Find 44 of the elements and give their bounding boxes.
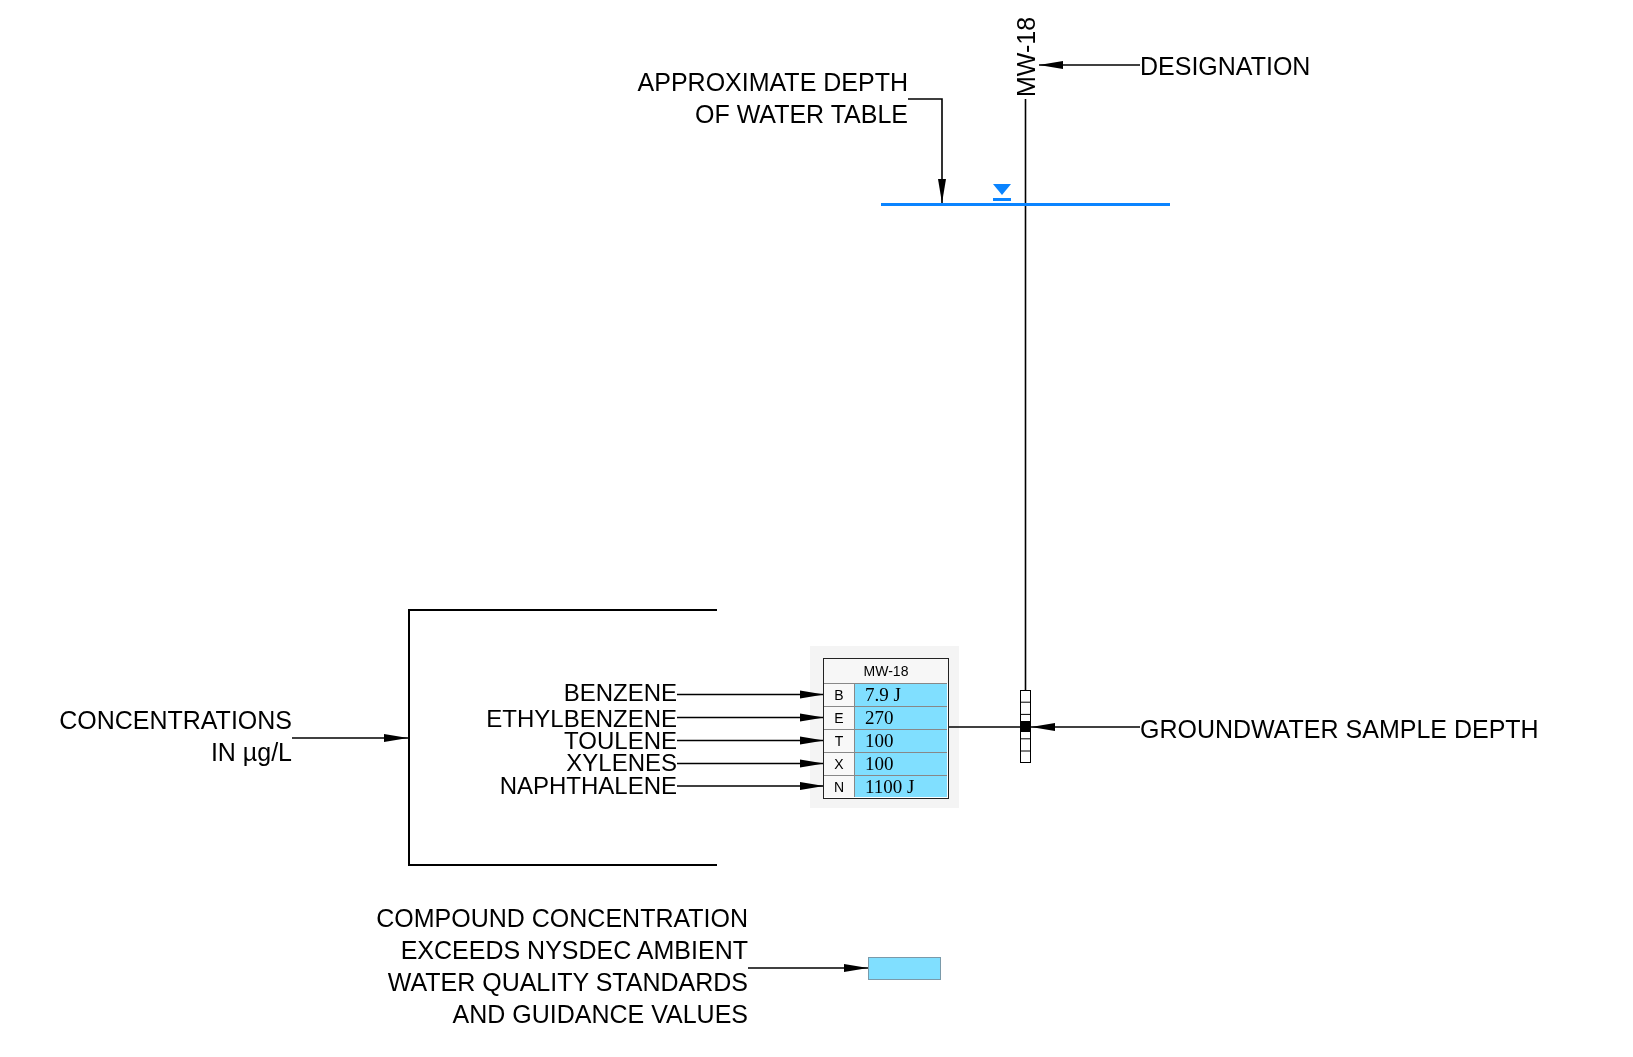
table-row — [824, 775, 947, 797]
exceedance-swatch — [868, 957, 941, 980]
compound-label: NAPHTHALENE — [430, 775, 677, 797]
arrow — [1038, 61, 1141, 69]
table-row — [824, 729, 947, 752]
table-header: MW-18 — [824, 659, 948, 683]
arrow — [676, 782, 825, 790]
table-row — [824, 683, 947, 706]
compound-label: BENZENE — [430, 682, 677, 704]
concentration-value: 1100 J — [855, 776, 947, 797]
concentration-value: 100 — [855, 753, 947, 775]
annotation-label: COMPOUND CONCENTRATION EXCEEDS NYSDEC AMBIENT WATER QUALITY STANDARDS AND GUIDANCE VALUES — [330, 902, 748, 1030]
connector-line — [948, 726, 1021, 728]
compound-code: X — [824, 753, 855, 775]
arrow — [907, 98, 946, 204]
well-screen — [1020, 690, 1031, 763]
annotation-label: APPROXIMATE DEPTH OF WATER TABLE — [600, 66, 908, 130]
annotation-label: DESIGNATION — [1140, 50, 1312, 82]
table-row — [824, 706, 947, 729]
arrow — [676, 690, 825, 699]
arrow — [676, 759, 825, 768]
sample-table — [823, 658, 949, 799]
arrow — [291, 734, 409, 742]
compound-code: N — [824, 776, 855, 797]
arrow — [747, 964, 869, 972]
well-designation: MW-18 — [1013, 15, 1039, 99]
compound-code: B — [824, 684, 855, 706]
compound-label: XYLENES — [430, 752, 677, 774]
concentration-value: 7.9 J — [855, 684, 947, 706]
arrow — [1030, 723, 1141, 731]
compound-label: TOULENE — [430, 730, 677, 752]
concentration-value: 100 — [855, 730, 947, 752]
well-casing-line — [1024, 98, 1027, 691]
table-row — [824, 752, 947, 775]
concentration-value: 270 — [855, 707, 947, 729]
annotation-label: GROUNDWATER SAMPLE DEPTH — [1140, 713, 1580, 745]
grouping-bracket — [408, 609, 717, 866]
compound-label: ETHYLBENZENE — [430, 708, 677, 730]
compound-code: T — [824, 730, 855, 752]
arrow — [676, 736, 825, 745]
arrow — [676, 713, 825, 722]
annotation-label: CONCENTRATIONS IN µg/L — [30, 704, 292, 768]
compound-code: E — [824, 707, 855, 729]
water-table-line — [881, 203, 1170, 206]
